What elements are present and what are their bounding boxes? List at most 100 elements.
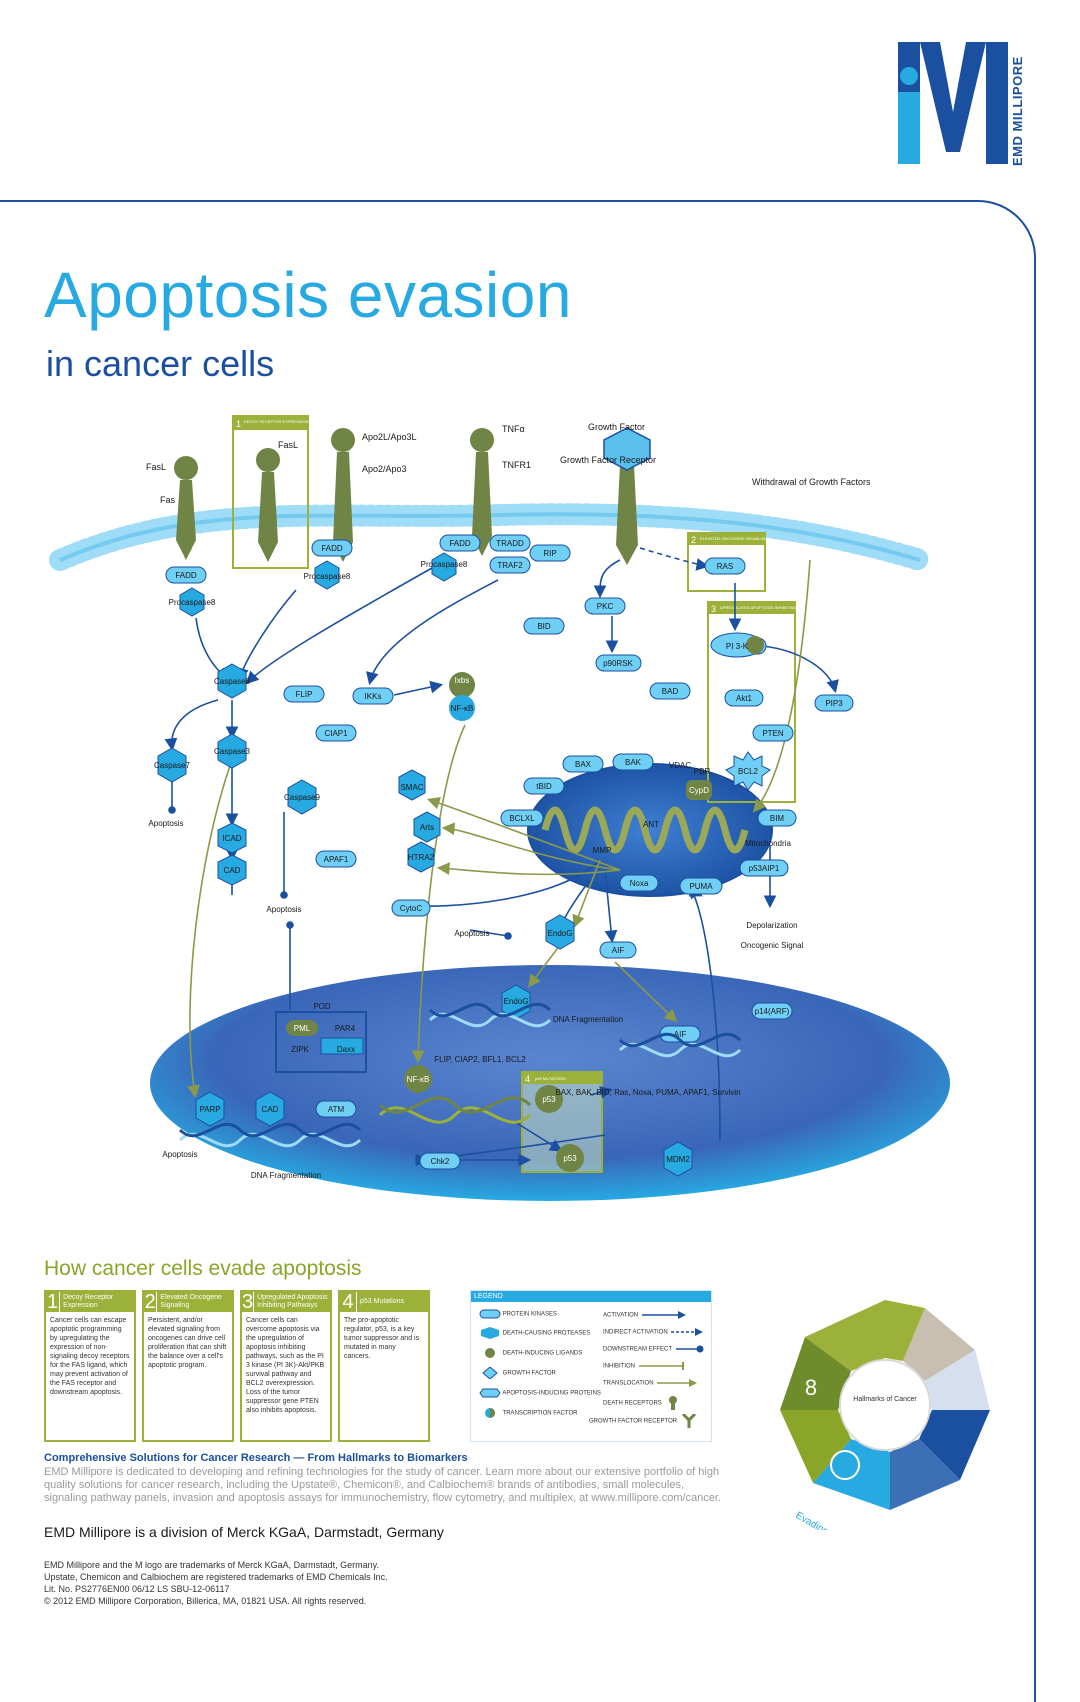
dna-strands	[178, 1002, 742, 1148]
svg-text:TNFα: TNFα	[502, 424, 525, 434]
apoptosis-protein-icon	[479, 1388, 501, 1398]
pathway-svg: 1 DECOY RECEPTOR EXPRESSION 2 ELEVATED O…	[49, 415, 950, 1201]
svg-text:Caspase8: Caspase8	[214, 677, 251, 686]
legend-ligands: DEATH-INDUCING LIGANDS	[479, 1347, 582, 1359]
evade-section-title: How cancer cells evade apoptosis	[44, 1257, 362, 1280]
svg-text:Depolarization: Depolarization	[746, 921, 797, 930]
svg-text:tBID: tBID	[536, 782, 552, 791]
svg-text:Apoptosis: Apoptosis	[148, 819, 183, 828]
svg-text:Arts: Arts	[420, 823, 434, 832]
svg-text:PI 3-K: PI 3-K	[726, 642, 749, 651]
svg-text:p53 MUTATIONS: p53 MUTATIONS	[535, 1076, 566, 1081]
svg-text:VDAC: VDAC	[669, 761, 691, 770]
svg-text:BCL2: BCL2	[738, 767, 759, 776]
legend: LEGEND PROTEIN KINASES DEATH-CAUSING PRO…	[470, 1290, 712, 1442]
svg-text:PAR4: PAR4	[335, 1024, 356, 1033]
svg-text:DECOY RECEPTOR EXPRESSION: DECOY RECEPTOR EXPRESSION	[244, 419, 309, 424]
svg-text:TRAF2: TRAF2	[497, 561, 523, 570]
info-box-number: 2	[144, 1291, 158, 1313]
svg-text:NF-κB: NF-κB	[451, 704, 474, 713]
brand-name: EMD MILLIPORE	[1010, 56, 1025, 166]
svg-text:Chk2: Chk2	[431, 1157, 450, 1166]
fine-print-copyright: © 2012 EMD Millipore Corporation, Biller…	[44, 1596, 367, 1606]
evading-apoptosis-label: Evading apoptosis	[794, 1510, 870, 1530]
poster-frame	[0, 200, 1036, 1702]
svg-text:RAS: RAS	[717, 562, 733, 571]
page-title: Apoptosis evasion	[44, 259, 572, 331]
svg-text:FADD: FADD	[175, 571, 197, 580]
svg-text:DNA Fragmentation: DNA Fragmentation	[251, 1171, 321, 1180]
info-box-title: Decoy Receptor Expression	[63, 1294, 114, 1309]
svg-text:PUMA: PUMA	[689, 882, 713, 891]
svg-text:p53AIP1: p53AIP1	[749, 864, 780, 873]
svg-text:EndoG: EndoG	[504, 997, 529, 1006]
svg-text:NF-κB: NF-κB	[407, 1075, 430, 1084]
svg-text:Growth Factor Receptor: Growth Factor Receptor	[560, 455, 656, 465]
svg-text:BIM: BIM	[770, 814, 785, 823]
info-box-text: The pro-apoptotic regulator, p53, is a k…	[344, 1317, 420, 1360]
fine-print-lit-number: Lit. No. PS2776EN00 06/12 LS SBU-12-0611…	[44, 1584, 230, 1594]
legend-inhibition: INHIBITION	[603, 1362, 687, 1370]
svg-text:FADD: FADD	[321, 544, 343, 553]
info-box-number: 4	[340, 1292, 357, 1312]
legend-gf-receptor: GROWTH FACTOR RECEPTOR	[589, 1412, 699, 1428]
svg-text:RIP: RIP	[543, 549, 556, 558]
legend-death-receptors: DEATH RECEPTORS	[603, 1396, 683, 1410]
info-box-text: Cancer cells can overcome apoptosis via …	[246, 1317, 325, 1414]
svg-text:Apoptosis: Apoptosis	[162, 1150, 197, 1159]
svg-text:IKKs: IKKs	[365, 692, 382, 701]
legend-indirect-activation: INDIRECT ACTIVATION	[603, 1328, 704, 1336]
svg-text:Noxa: Noxa	[630, 879, 649, 888]
receptors	[174, 428, 638, 565]
info-box-title: p53 Mutations	[360, 1298, 404, 1305]
legend-title: LEGEND	[471, 1291, 711, 1302]
svg-text:PTEN: PTEN	[762, 729, 784, 738]
legend-apoptosis-proteins: APOPTOSIS-INDUCING PROTEINS	[479, 1387, 601, 1399]
legend-proteases: DEATH-CAUSING PROTEASES	[479, 1327, 590, 1339]
info-box-number: 1	[46, 1291, 61, 1313]
svg-text:Growth Factor: Growth Factor	[588, 422, 645, 432]
svg-text:FLIP, CIAP2, BFL1, BCL2: FLIP, CIAP2, BFL1, BCL2	[434, 1055, 526, 1064]
svg-text:BID: BID	[537, 622, 551, 631]
svg-text:Apoptosis: Apoptosis	[454, 929, 489, 938]
svg-text:PIP3: PIP3	[825, 699, 843, 708]
svg-text:CIAP1: CIAP1	[324, 729, 348, 738]
svg-text:p90RSK: p90RSK	[603, 659, 633, 668]
svg-text:Procaspase8: Procaspase8	[304, 572, 351, 581]
svg-text:ZIPK: ZIPK	[291, 1045, 309, 1054]
svg-text:ANT: ANT	[643, 820, 659, 829]
cta-title: Comprehensive Solutions for Cancer Resea…	[44, 1452, 468, 1464]
inhibition-icon	[638, 1362, 684, 1370]
svg-text:FasL: FasL	[278, 440, 298, 450]
svg-text:EndoG: EndoG	[548, 929, 573, 938]
wheel-center-label: Hallmarks of Cancer	[853, 1396, 917, 1403]
svg-text:AIF: AIF	[674, 1030, 687, 1039]
svg-text:p14(ARF): p14(ARF)	[755, 1007, 790, 1016]
svg-text:APAF1: APAF1	[324, 855, 349, 864]
svg-text:Ixbs: Ixbs	[455, 676, 470, 685]
svg-text:Procaspase8: Procaspase8	[421, 560, 468, 569]
gf-receptor-icon	[681, 1412, 696, 1428]
svg-text:Fas: Fas	[160, 495, 176, 505]
pathway-diagram: 1 DECOY RECEPTOR EXPRESSION 2 ELEVATED O…	[0, 410, 1080, 1240]
legend-downstream: DOWNSTREAM EFFECT	[603, 1345, 704, 1353]
hallmarks-wheel: Hallmarks of Cancer 8 Evading apoptosis	[780, 1300, 990, 1530]
info-box-text: Persistent, and/or elevated signaling fr…	[148, 1317, 227, 1369]
svg-text:HTRA2: HTRA2	[408, 853, 435, 862]
svg-text:DNA Fragmentation: DNA Fragmentation	[553, 1015, 623, 1024]
downstream-dot-icon	[675, 1345, 704, 1353]
upregulated-box: 3 UPREGULATED APOPTOSIS INHIBITING PATHW…	[707, 601, 819, 803]
fine-print-brands: Upstate, Chemicon and Calbiochem are reg…	[44, 1572, 388, 1582]
svg-text:3: 3	[711, 604, 716, 614]
svg-text:Procaspase8: Procaspase8	[169, 598, 216, 607]
apoptosis-segment-icon	[830, 1450, 860, 1480]
svg-text:BAD: BAD	[662, 687, 679, 696]
svg-text:PML: PML	[294, 1024, 311, 1033]
fine-print-trademark: EMD Millipore and the M logo are tradema…	[44, 1560, 379, 1570]
svg-text:BAX: BAX	[575, 760, 592, 769]
svg-text:TRADD: TRADD	[496, 539, 524, 548]
legend-growth-factor: GROWTH FACTOR	[479, 1366, 556, 1380]
cta-text: EMD Millipore is dedicated to developing…	[44, 1466, 721, 1504]
